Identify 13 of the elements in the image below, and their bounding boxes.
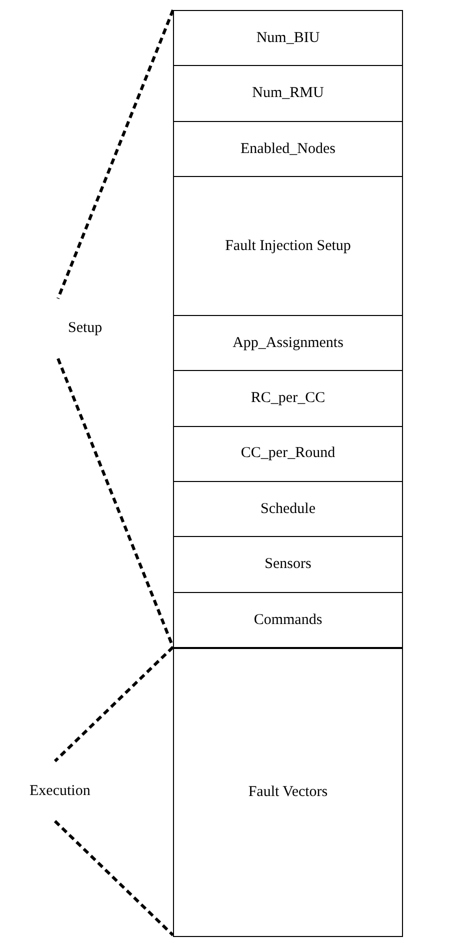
section-label: Setup [68, 320, 102, 338]
table-row: Schedule [173, 480, 403, 538]
table-row: Num_RMU [173, 65, 403, 122]
table-row: CC_per_Round [173, 426, 403, 482]
table-row: Num_BIU [173, 10, 403, 67]
table-row: Sensors [173, 536, 403, 594]
table-row: Fault Vectors [173, 647, 403, 937]
section-label: Execution [30, 782, 90, 800]
table-row: Enabled_Nodes [173, 120, 403, 178]
table-row: App_Assignments [173, 314, 403, 372]
table-row: RC_per_CC [173, 370, 403, 427]
table-row: Commands [173, 592, 403, 649]
table-row: Fault Injection Setup [173, 176, 403, 316]
